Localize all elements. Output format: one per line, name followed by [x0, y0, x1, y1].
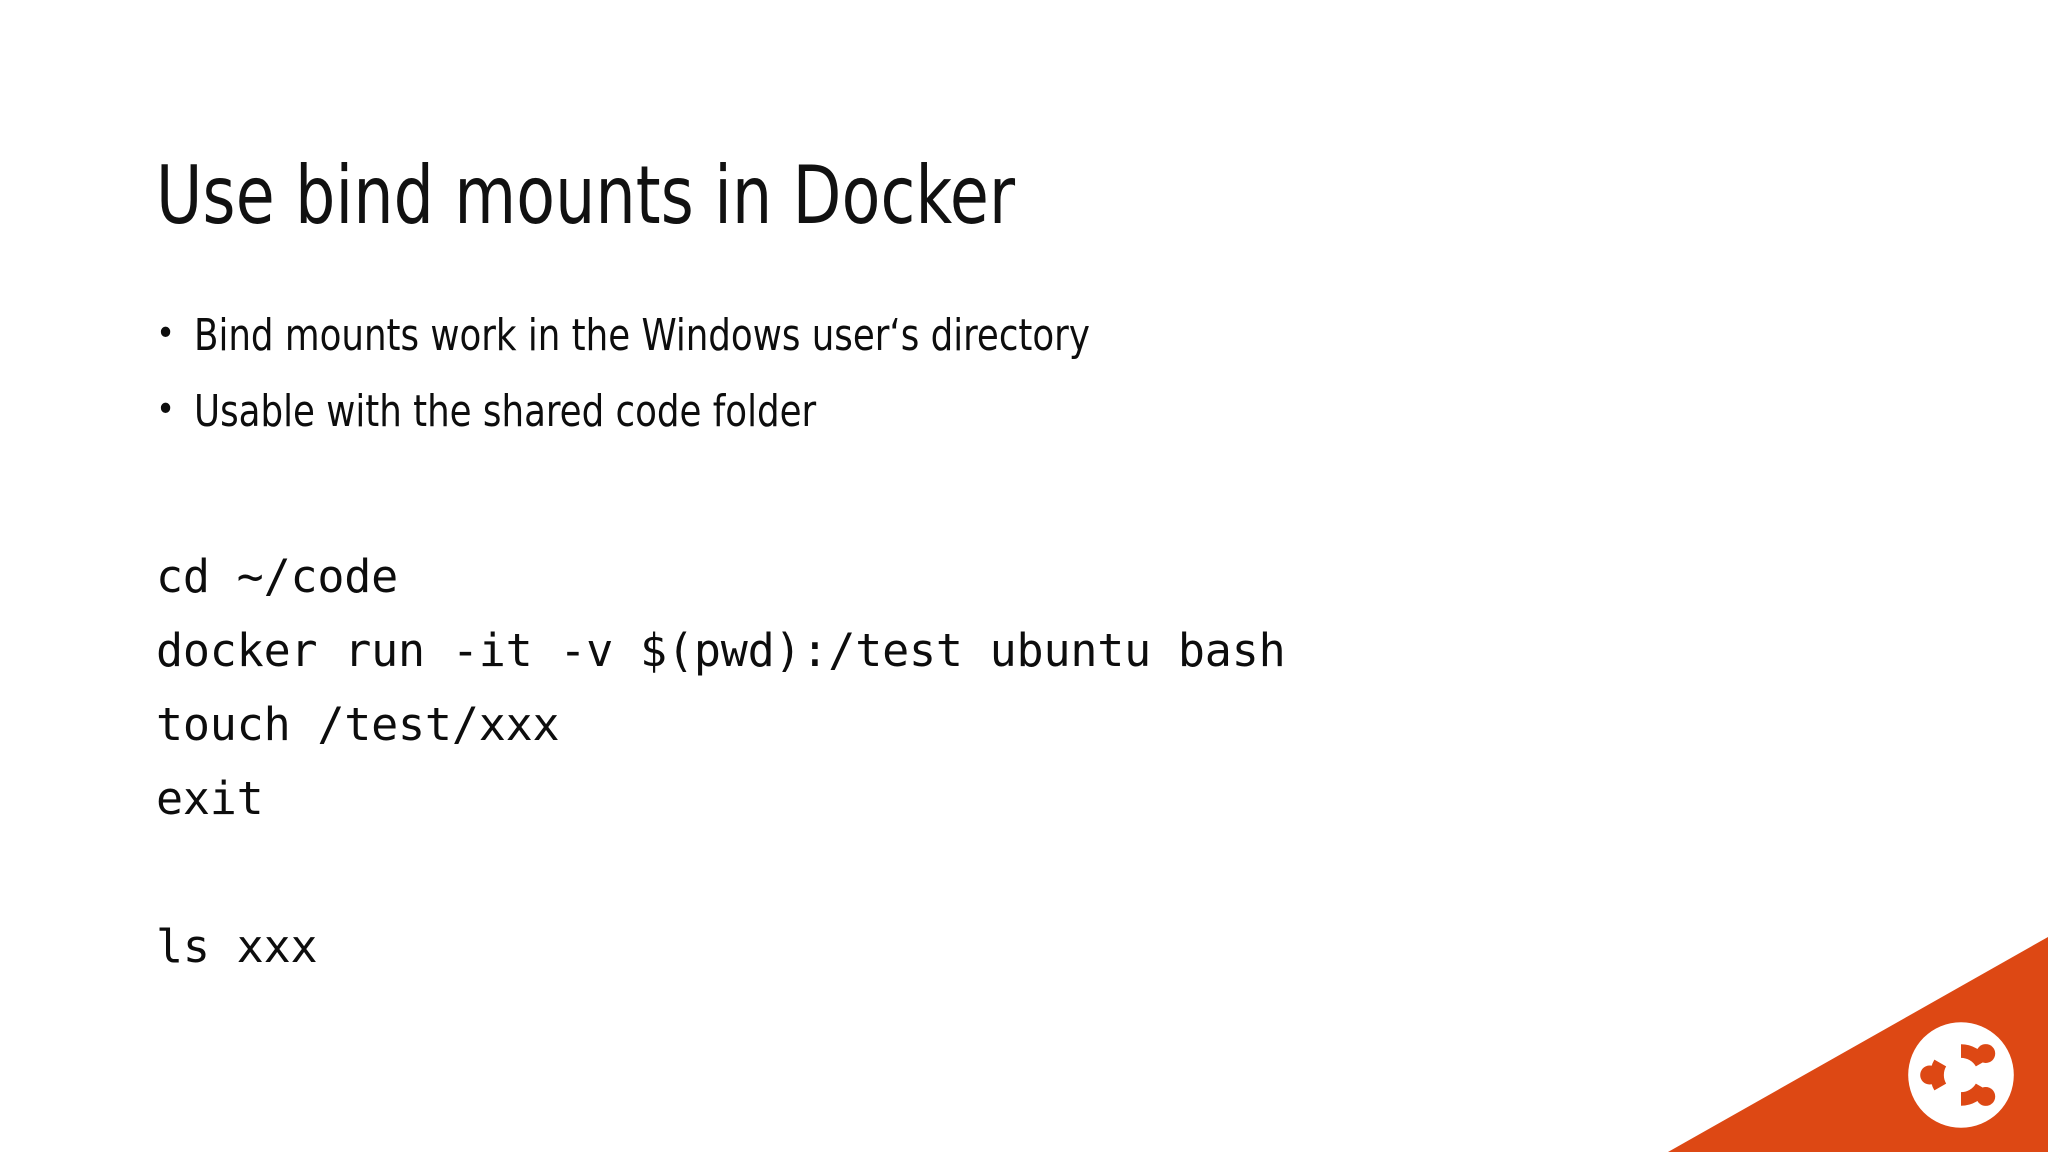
code-line: touch /test/xxx — [156, 698, 560, 751]
code-line: ls xxx — [156, 920, 318, 973]
ubuntu-corner-decoration — [1668, 937, 2048, 1152]
bullet-point-icon: • — [156, 389, 176, 431]
list-item-label: Usable with the shared code folder — [194, 386, 817, 438]
code-block: cd ~/code docker run -it -v $(pwd):/test… — [156, 540, 1656, 984]
code-line: cd ~/code — [156, 550, 399, 603]
ubuntu-circle-of-friends-icon — [1908, 1022, 2014, 1128]
list-item: • Usable with the shared code folder — [156, 384, 1656, 439]
bullet-list: • Bind mounts work in the Windows user‘s… — [156, 308, 1656, 461]
code-line: exit — [156, 772, 264, 825]
list-item-label: Bind mounts work in the Windows user‘s d… — [194, 310, 1090, 361]
code-line: docker run -it -v $(pwd):/test ubuntu ba… — [156, 624, 1286, 677]
page-title: Use bind mounts in Docker — [156, 148, 1016, 242]
code-line-blank — [156, 836, 1656, 910]
orange-triangle-shape — [1668, 937, 2048, 1152]
list-item: • Bind mounts work in the Windows user‘s… — [156, 308, 1656, 363]
bullet-point-icon: • — [156, 313, 176, 354]
